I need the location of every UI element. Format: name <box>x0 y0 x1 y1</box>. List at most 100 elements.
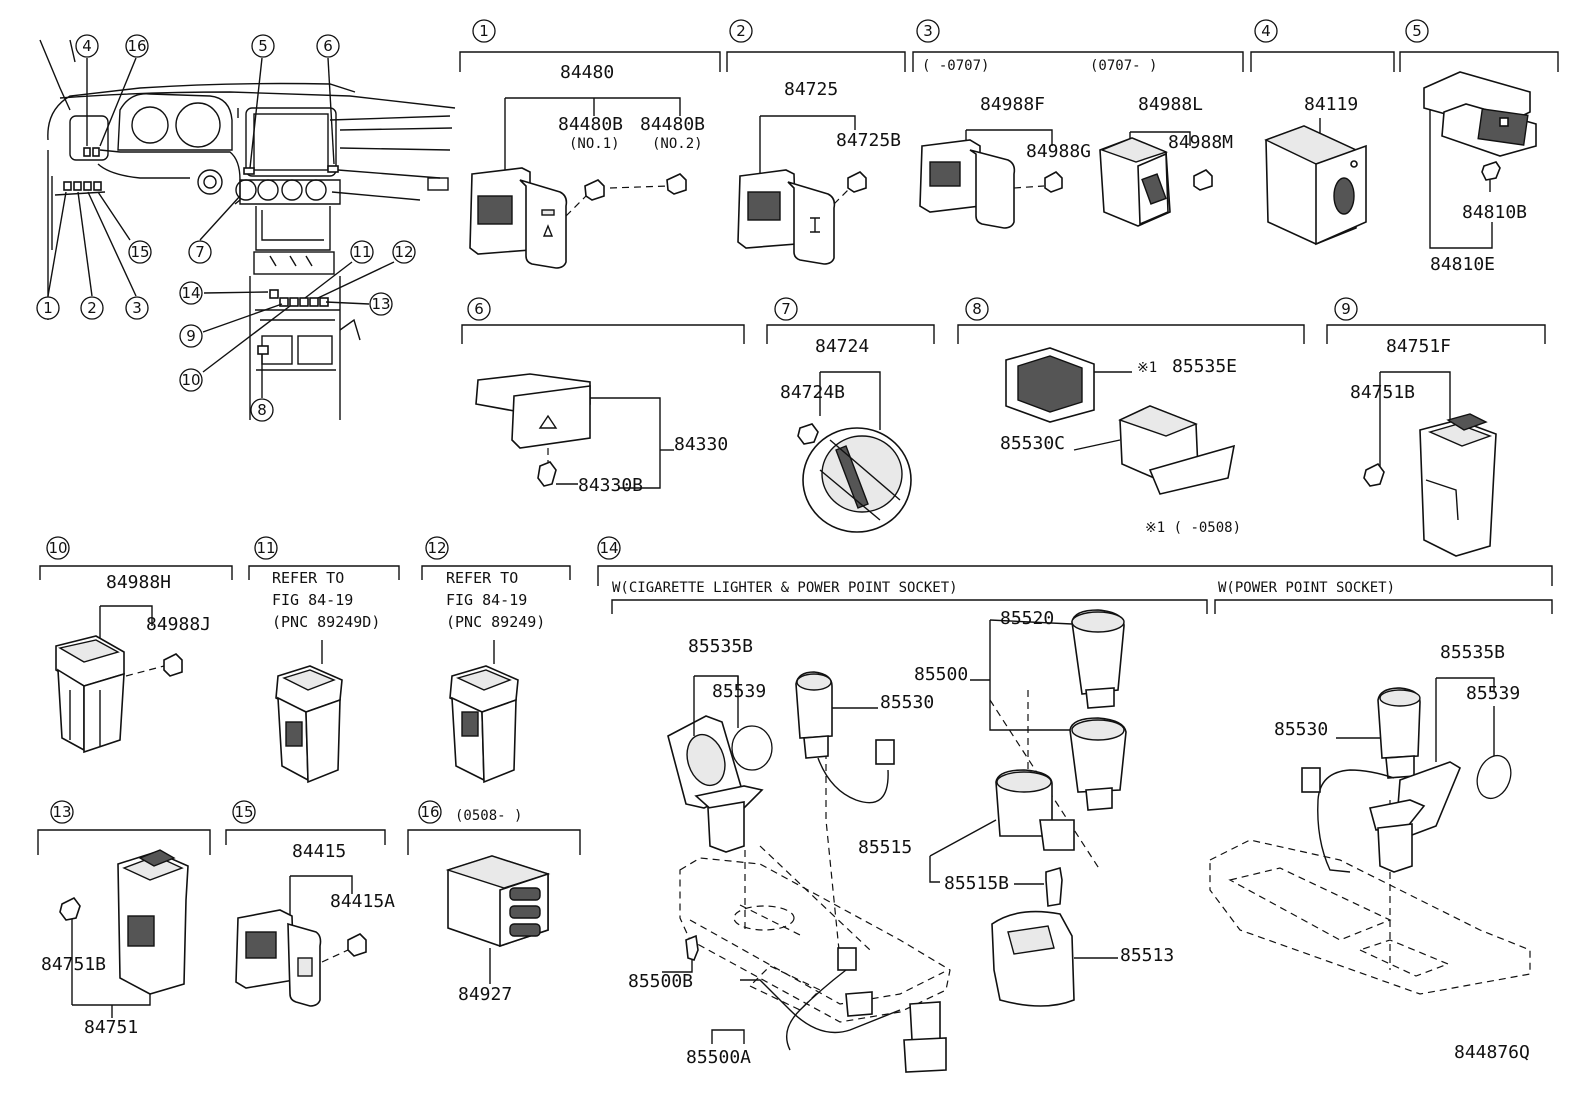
part-number-label: 84988G <box>1026 141 1091 162</box>
switch-84810E <box>1423 71 1537 249</box>
section-number-8: 8 <box>965 297 989 321</box>
callout-circle <box>965 297 989 321</box>
callout-circle <box>350 240 374 264</box>
callout-circle <box>369 292 393 316</box>
callout-number: 16 <box>420 803 439 821</box>
callout-number: 9 <box>186 327 196 345</box>
part-number-label: 85530 <box>880 692 934 713</box>
part-number-label: 84751B <box>41 954 106 975</box>
section-note: FIG 84-19 <box>446 591 527 609</box>
callout-number: 1 <box>479 22 489 40</box>
part-number-label: 84480 <box>560 62 614 83</box>
callout-circle <box>1334 297 1358 321</box>
section-number-3: 3 <box>916 19 940 43</box>
overview-callout-11: 11 <box>350 240 374 264</box>
callout-circle <box>916 19 940 43</box>
switch-84927 <box>445 855 551 984</box>
overview-callout-1: 1 <box>36 296 60 320</box>
part-number-label: 84751 <box>84 1017 138 1038</box>
switch-84751F <box>1363 371 1497 557</box>
part-number-label: 85500A <box>686 1047 751 1068</box>
callout-number: 12 <box>427 539 446 557</box>
overview-callout-4: 4 <box>75 34 99 58</box>
part-number-label: 84927 <box>458 984 512 1005</box>
section-number-5: 5 <box>1405 19 1429 43</box>
part-number-label: 85530 <box>1274 719 1328 740</box>
callout-circle <box>254 536 278 560</box>
part-number-label: 84415A <box>330 891 395 912</box>
overview-callout-3: 3 <box>125 296 149 320</box>
section-note: REFER TO <box>272 569 344 587</box>
part-number-label: 84330B <box>578 475 643 496</box>
part-number-label: 85513 <box>1120 945 1174 966</box>
section-note: (NO.2) <box>652 136 703 152</box>
callout-number: 7 <box>195 243 205 261</box>
section-note: (0707- ) <box>1090 58 1157 74</box>
part-number-label: 85535E <box>1172 356 1237 377</box>
callout-circle <box>36 296 60 320</box>
callout-number: 4 <box>82 37 92 55</box>
part-number-label: 85535B <box>688 636 753 657</box>
callout-circle <box>75 34 99 58</box>
part-number-label: 85530C <box>1000 433 1065 454</box>
callout-circle <box>80 296 104 320</box>
callout-number: 11 <box>256 539 275 557</box>
callout-number: 1 <box>43 299 53 317</box>
callout-circle <box>179 324 203 348</box>
callout-number: 8 <box>257 401 267 419</box>
switch-fig-84-19-a <box>275 640 343 784</box>
callout-number: 5 <box>1412 22 1422 40</box>
switch-fig-84-19-b <box>449 640 519 784</box>
section-number-14: 14 <box>597 536 621 560</box>
part-number-label: 84330 <box>674 434 728 455</box>
callout-circle <box>179 281 203 305</box>
callout-circle <box>46 536 70 560</box>
callout-number: 10 <box>181 371 200 389</box>
callout-number: 3 <box>132 299 142 317</box>
section-number-7: 7 <box>774 297 798 321</box>
dimmer-84119 <box>1264 118 1367 246</box>
callout-number: 14 <box>181 284 200 302</box>
section-number-6: 6 <box>467 297 491 321</box>
callout-circle <box>1405 19 1429 43</box>
callout-number: 8 <box>972 300 982 318</box>
part-number-label: 85515B <box>944 873 1009 894</box>
callout-number: 7 <box>781 300 791 318</box>
section-brackets <box>37 51 1559 855</box>
part-number-label: 85500 <box>914 664 968 685</box>
section-note: (NO.1) <box>569 136 620 152</box>
overview-callout-12: 12 <box>392 240 416 264</box>
part-number-label: 84724 <box>815 336 869 357</box>
part-number-label: 84725B <box>836 130 901 151</box>
callout-number: 3 <box>923 22 933 40</box>
callout-circle <box>316 34 340 58</box>
callout-circle <box>250 398 274 422</box>
part-number-label: 84751F <box>1386 336 1451 357</box>
dashboard-overview-illustration <box>39 39 456 420</box>
callout-number: 4 <box>1261 22 1271 40</box>
section-number-12: 12 <box>425 536 449 560</box>
section-note: (PNC 89249) <box>446 613 545 631</box>
callout-number: 11 <box>352 243 371 261</box>
section-number-2: 2 <box>729 19 753 43</box>
section-2: 2 84725 84725B <box>729 19 901 151</box>
part-number-label: 84415 <box>292 841 346 862</box>
part-number-label: 84725 <box>784 79 838 100</box>
section-number-9: 9 <box>1334 297 1358 321</box>
part-number-label: 84810B <box>1462 202 1527 223</box>
overview-callout-10: 10 <box>179 368 203 392</box>
callout-number: 2 <box>87 299 97 317</box>
part-number-label: 85539 <box>712 681 766 702</box>
section-note: REFER TO <box>446 569 518 587</box>
cigarette-lighter-assembly <box>662 609 1127 1073</box>
callout-circle <box>597 536 621 560</box>
callout-circle <box>179 368 203 392</box>
